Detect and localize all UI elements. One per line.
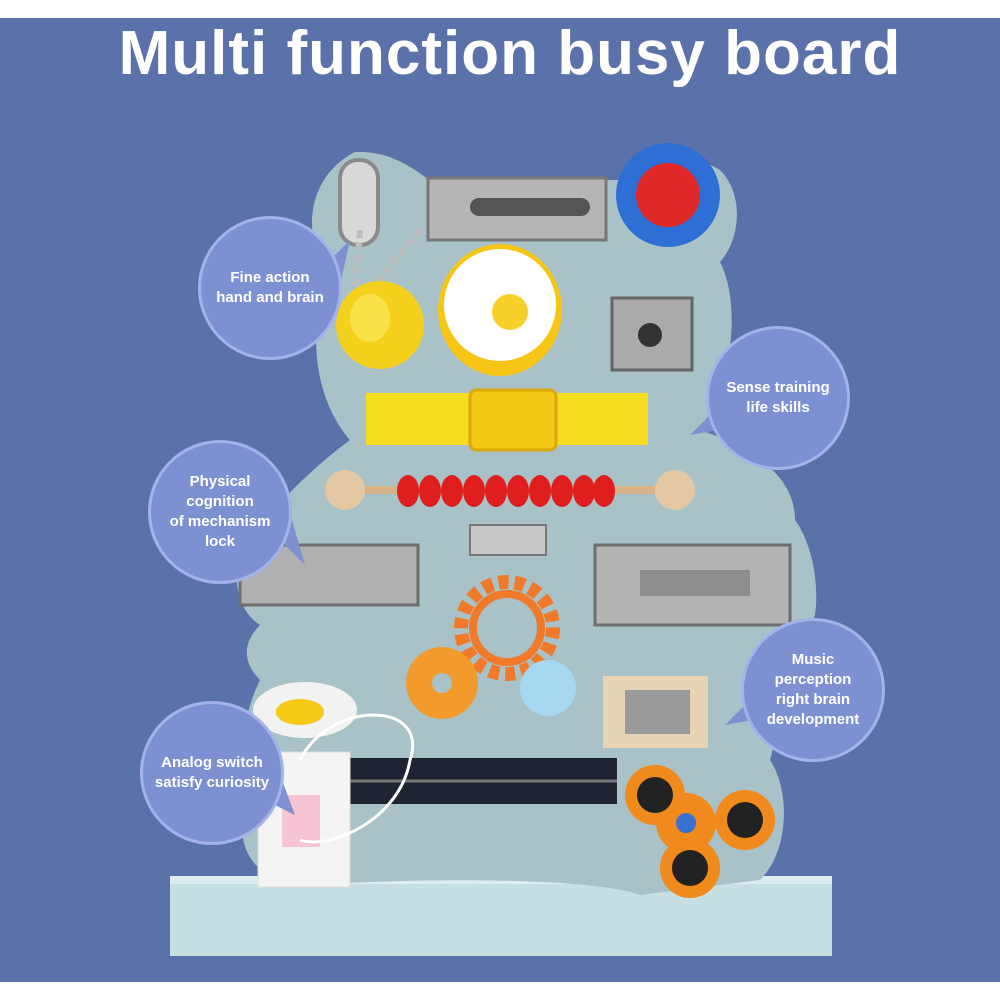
callout-analog-switch: Analog switch satisfy curiosity	[140, 701, 284, 845]
fidget-spinner	[625, 765, 775, 898]
gear-blue	[520, 660, 576, 716]
callout-line: perception	[774, 671, 852, 688]
callout-line: Fine action	[230, 269, 310, 286]
callout-line: Sense training	[726, 379, 830, 396]
page-title: Multi function busy board	[118, 19, 902, 88]
callout-line: Analog switch	[161, 754, 263, 771]
callout-line: Music	[791, 651, 835, 668]
callout-fine-action: Fine action hand and brain	[198, 216, 342, 360]
callout-line: hand and brain	[216, 289, 324, 306]
callout-line: satisfy curiosity	[154, 774, 270, 791]
callout-line: right brain	[775, 691, 851, 708]
callout-line: of mechanism	[169, 513, 271, 530]
board-base	[170, 876, 832, 956]
callout-line: development	[766, 711, 860, 728]
abacus-end	[325, 470, 365, 510]
callout-line: cognition	[186, 493, 254, 510]
cabinet-lock	[610, 296, 694, 372]
callout-line: Physical	[189, 473, 251, 490]
callout-line: life skills	[746, 399, 810, 416]
abacus-beads	[397, 475, 615, 507]
callout-music-perception: Music perception right brain development	[741, 618, 885, 762]
callout-physical-cognition: Physical cognition of mechanism lock	[148, 440, 292, 584]
callout-sense-training: Sense training life skills	[706, 326, 850, 470]
gear-large	[454, 575, 560, 681]
callout-line: lock	[204, 533, 235, 550]
